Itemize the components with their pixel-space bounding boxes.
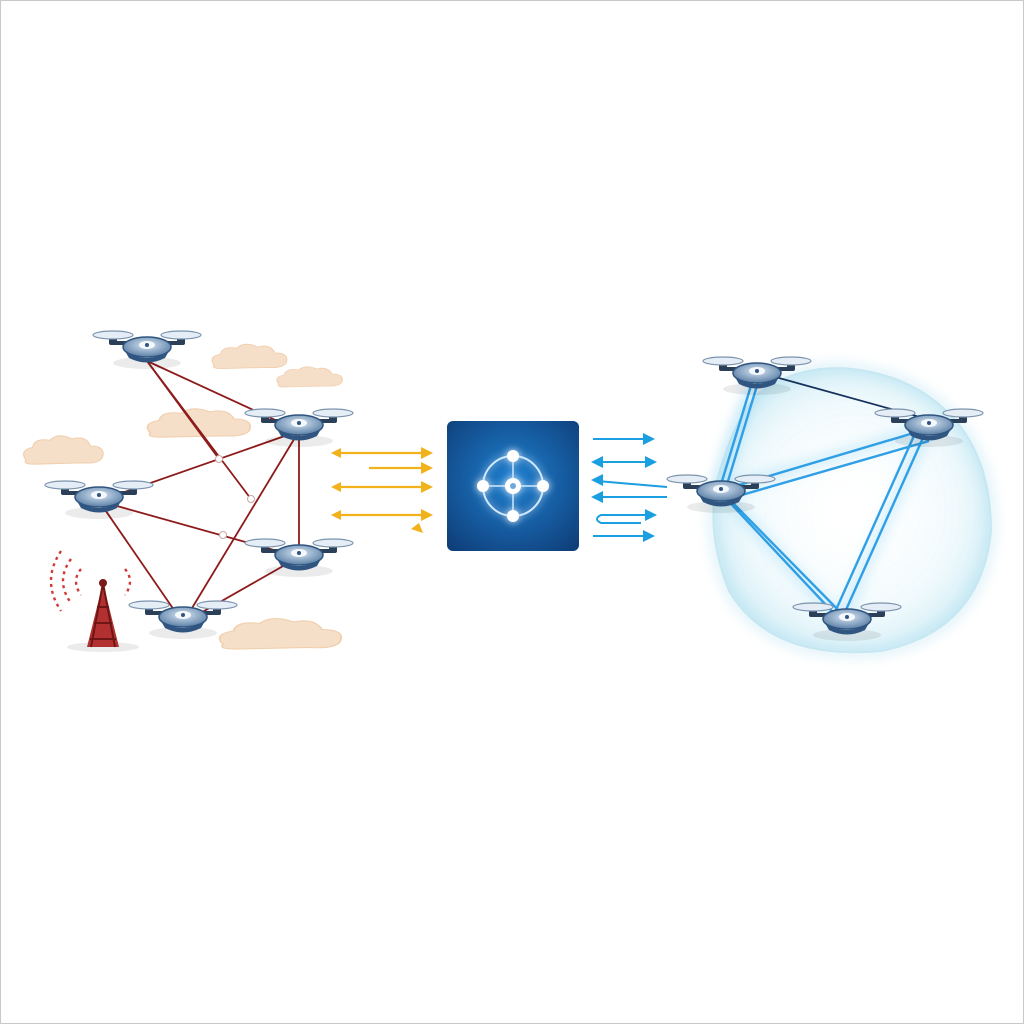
data-arrow xyxy=(591,456,657,468)
interference-signal-icon xyxy=(49,550,132,612)
network-hub-icon xyxy=(477,450,549,522)
jamming-tower xyxy=(49,550,139,652)
optimized-swarm xyxy=(665,355,997,658)
drone xyxy=(243,407,355,449)
interference-cloud xyxy=(276,366,343,388)
data-arrow xyxy=(593,433,655,445)
data-arrow xyxy=(331,447,433,459)
optimized-links xyxy=(713,372,933,626)
data-arrow xyxy=(591,491,667,503)
interference-cloud xyxy=(22,435,104,465)
interference-cloud xyxy=(218,617,343,650)
central-processor xyxy=(447,421,579,551)
link-junctions xyxy=(215,455,255,539)
forward-data-flow xyxy=(331,447,433,533)
data-arrow xyxy=(593,530,655,542)
data-arrow xyxy=(369,462,433,474)
feedback-data-flow xyxy=(591,433,668,542)
interference-cloud xyxy=(211,343,288,370)
data-arrow xyxy=(591,474,668,488)
data-arrow xyxy=(596,509,657,524)
drone xyxy=(43,479,155,521)
data-arrow xyxy=(331,509,433,533)
disrupted-swarm xyxy=(22,329,355,652)
drone xyxy=(91,329,203,371)
drone xyxy=(127,599,239,641)
disrupted-links xyxy=(98,360,300,624)
drone xyxy=(243,537,355,579)
data-arrow xyxy=(331,481,433,493)
